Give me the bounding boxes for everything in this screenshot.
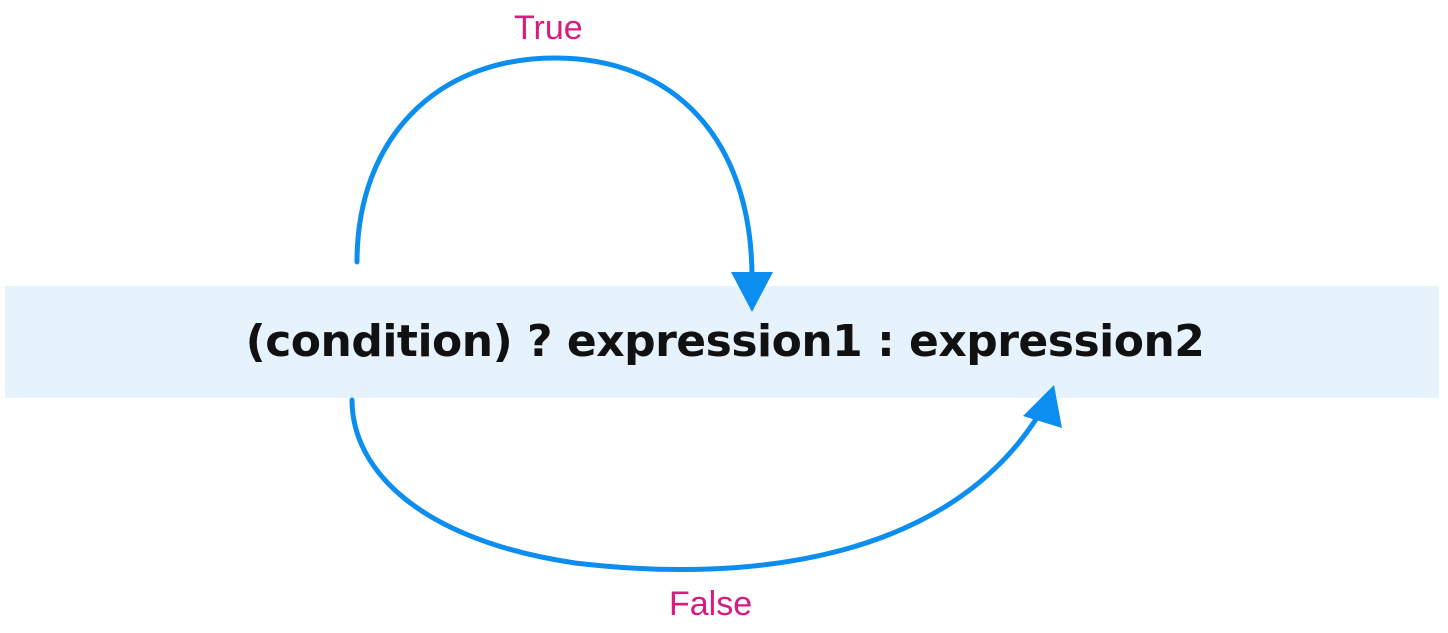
expression-band xyxy=(5,286,1439,398)
false-arrow-head xyxy=(1023,385,1062,428)
ternary-expression: (condition) ? expression1 : expression2 xyxy=(245,316,1205,367)
true-arrow-head xyxy=(731,272,773,312)
false-label: False xyxy=(669,585,753,623)
true-arrow-path xyxy=(354,55,755,281)
true-label: True xyxy=(514,9,583,47)
false-arrow-path xyxy=(349,397,1041,572)
